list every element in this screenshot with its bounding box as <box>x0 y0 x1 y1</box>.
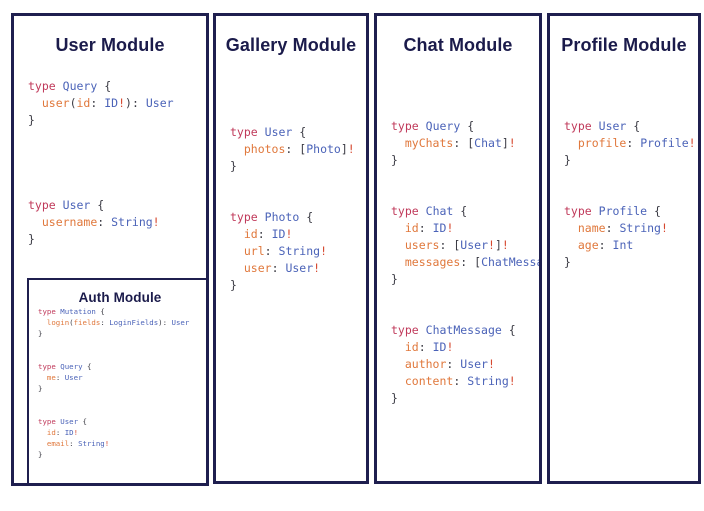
module-card-gallery[interactable]: Gallery Module type User { photos: [Phot… <box>213 13 369 484</box>
module-title-gallery: Gallery Module <box>225 35 357 55</box>
module-card-user[interactable]: User Module type Query { user(id: ID!): … <box>11 13 209 486</box>
module-title-user: User Module <box>55 35 165 55</box>
module-title-auth: Auth Module <box>78 290 162 305</box>
module-card-chat[interactable]: Chat Module type Query { myChats: [Chat]… <box>374 13 542 484</box>
module-title-chat: Chat Module <box>403 35 513 55</box>
module-title-profile: Profile Module <box>561 35 687 55</box>
schema-code-chat: type Query { myChats: [Chat]! } type Cha… <box>391 118 539 405</box>
module-card-profile[interactable]: Profile Module type User { profile: Prof… <box>547 13 701 484</box>
schema-code-auth: type Mutation { login(fields: LoginField… <box>38 306 190 459</box>
schema-code-profile: type User { profile: Profile! } type Pro… <box>564 118 696 269</box>
schema-code-gallery: type User { photos: [Photo]! } type Phot… <box>230 124 355 292</box>
module-card-auth[interactable]: Auth Module type Mutation { login(fields… <box>27 278 206 483</box>
schema-code-user: type Query { user(id: ID!): User } type … <box>28 78 174 246</box>
